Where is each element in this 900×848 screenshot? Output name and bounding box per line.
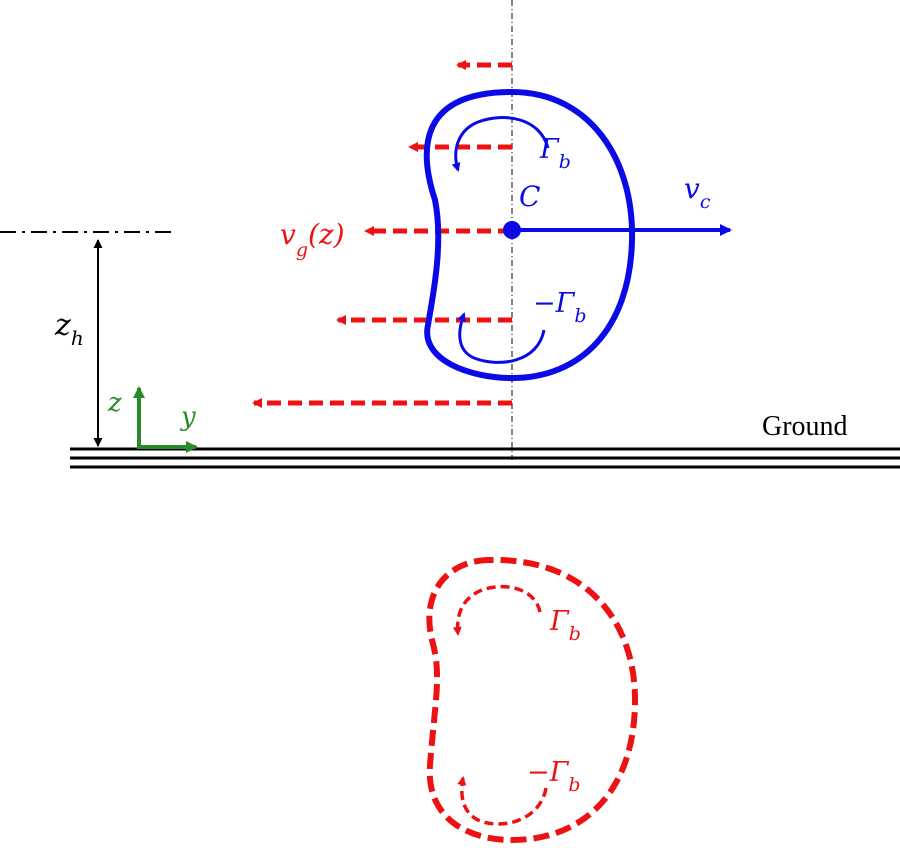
circulation-label-upper: Γb — [539, 134, 571, 173]
image-circulation-label-lower: −Γb — [527, 757, 581, 796]
height-label: zh — [54, 308, 84, 350]
ground-line — [70, 447, 900, 469]
ground-label: Ground — [762, 411, 848, 442]
circulation-arrow-lower — [457, 312, 546, 364]
image-circulation-arrow-lower — [457, 776, 548, 826]
vortex-boundary — [423, 88, 636, 382]
image-vortex-boundary — [426, 556, 639, 844]
image-circulation-arrow-upper — [452, 585, 542, 636]
ground-velocity-label: vg(z) — [280, 218, 345, 261]
vortex-center-point — [503, 221, 521, 239]
vortex-center-label: C — [519, 180, 540, 213]
y-axis-label: y — [180, 402, 196, 432]
circulation-arrow-upper — [451, 116, 550, 172]
circulation-label-lower: −Γb — [533, 288, 587, 327]
z-axis-label: z — [107, 388, 122, 418]
vortex-velocity-label: vc — [684, 172, 711, 213]
image-circulation-label-upper: Γb — [549, 606, 581, 645]
